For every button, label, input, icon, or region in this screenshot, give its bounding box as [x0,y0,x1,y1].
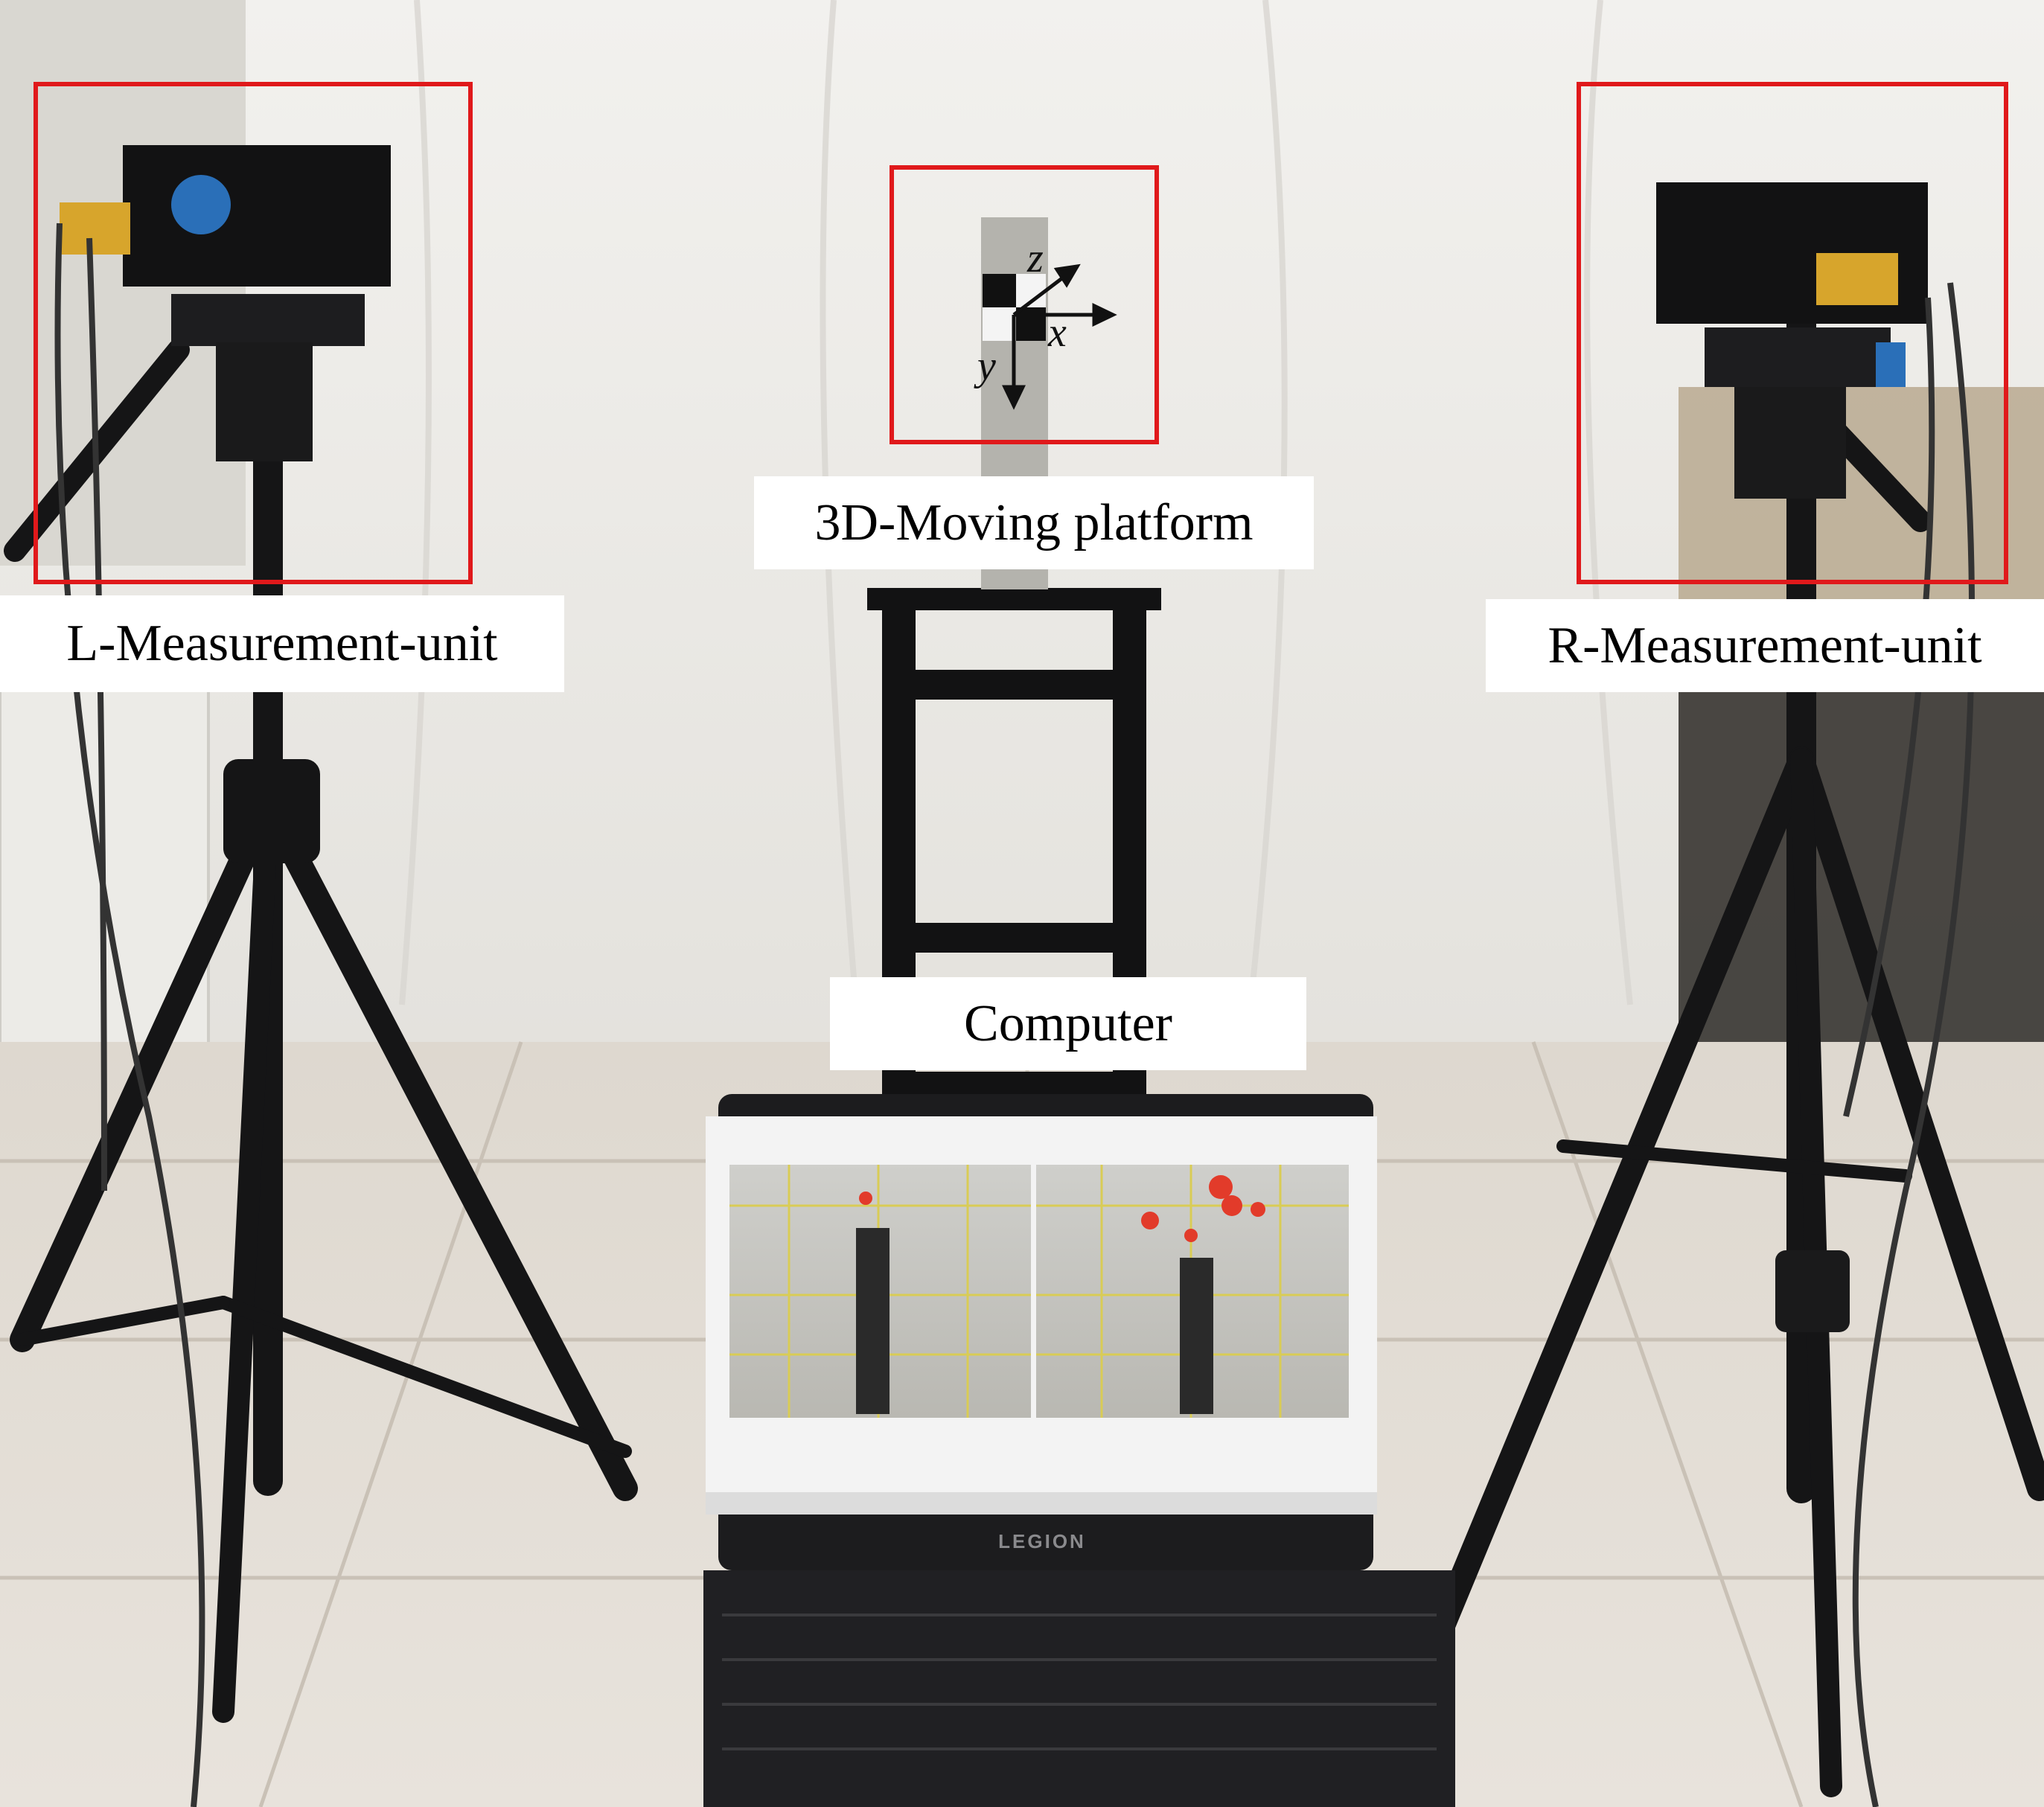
left-cables [54,223,205,1807]
backdrop-folds [399,0,1633,1005]
label-3d-moving-platform: 3D-Moving platform [754,476,1314,569]
label-right-measurement-unit: R-Measurement-unit [1486,599,2044,692]
laptop: LEGION [703,1094,1455,1807]
axis-label-z: z [1026,235,1044,281]
right-unit-highlight-box [1577,82,2008,584]
keyboard-rows [722,1613,1437,1750]
right-camera-unit [1656,182,1928,499]
coordinate-axes [1002,263,1117,410]
axis-label-x: x [1047,310,1067,356]
laptop-brand: LEGION [998,1530,1086,1552]
left-unit-highlight-box [33,82,473,584]
axis-label-y: y [974,343,996,389]
left-camera-unit [60,145,391,461]
label-left-measurement-unit: L-Measurement-unit [0,595,564,692]
screen-red-speckles [859,1175,1265,1242]
left-tripod [4,339,638,1723]
label-computer: Computer [830,977,1306,1070]
platform-highlight-box [890,165,1159,444]
